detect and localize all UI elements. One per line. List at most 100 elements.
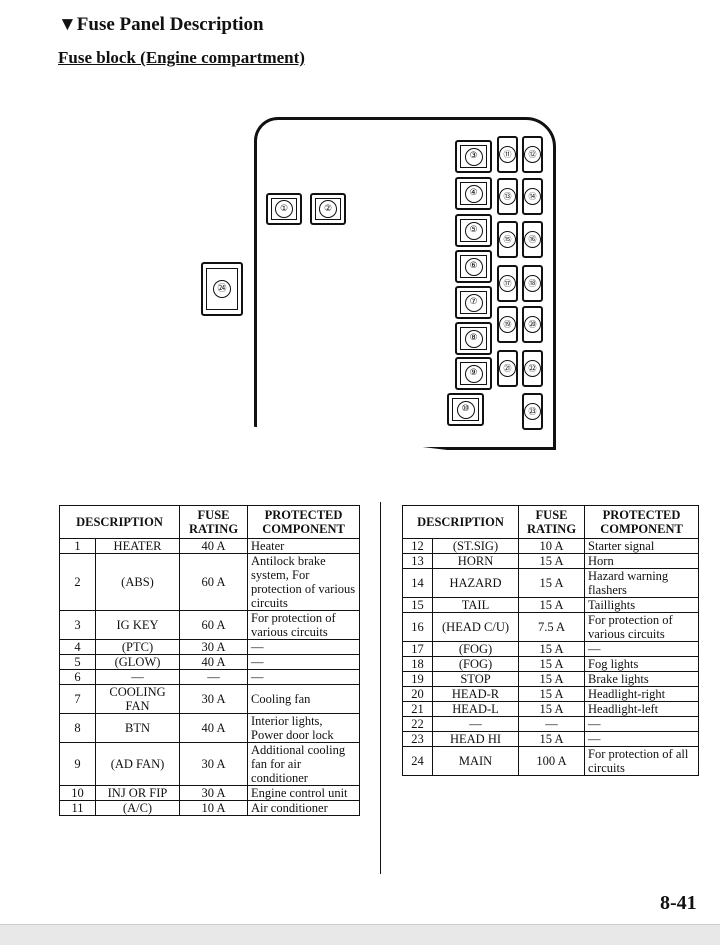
description-cell: HEAD-L <box>431 701 520 717</box>
header-description: DESCRIPTION <box>401 505 520 539</box>
protected-component-cell: Fog lights <box>584 656 700 672</box>
protected-component-cell: For protection of various circuits <box>247 610 361 640</box>
protected-component-cell: Taillights <box>584 597 700 613</box>
fuse-number-cell: 12 <box>402 538 433 554</box>
fuse-number-cell: 20 <box>402 686 433 702</box>
fuse-number: ⑬ <box>499 188 516 205</box>
fuse-number-cell: 9 <box>59 742 96 786</box>
fuse-number-cell: 4 <box>59 639 96 655</box>
fuse-number: ⑲ <box>499 316 516 333</box>
fuse-number: ⑮ <box>499 231 516 248</box>
fuse-13: ⑬ <box>497 178 518 215</box>
table-row: 22——— <box>402 716 700 732</box>
fuse-23: ㉓ <box>522 393 543 430</box>
fuse-number: ⑨ <box>464 364 483 383</box>
section-subtitle: Fuse block (Engine compartment) <box>58 48 305 67</box>
fuse-number-cell: 8 <box>59 713 96 743</box>
protected-component-cell: Air conditioner <box>247 800 361 816</box>
protected-component-cell: Horn <box>584 553 700 569</box>
description-cell: COOLING FAN <box>94 684 181 714</box>
fuse-number: ⑪ <box>499 146 516 163</box>
fuse-6: ⑥ <box>455 250 492 283</box>
fuse-rating-cell: 15 A <box>518 568 586 598</box>
description-cell: IG KEY <box>94 610 181 640</box>
fuse-number: ⑯ <box>524 231 541 248</box>
fuse-17: ⑰ <box>497 265 518 302</box>
fuse-number-cell: 21 <box>402 701 433 717</box>
fuse-18: ⑱ <box>522 265 543 302</box>
fuse-rating-cell: 15 A <box>518 597 586 613</box>
fuse-number: ⑳ <box>524 316 541 333</box>
table-row: 5(GLOW)40 A— <box>59 654 361 670</box>
protected-component-cell: Hazard warning flashers <box>584 568 700 598</box>
fuse-number: ⑩ <box>456 400 475 419</box>
fuse-number: ④ <box>464 184 483 203</box>
fuse-15: ⑮ <box>497 221 518 258</box>
fuse-number-cell: 11 <box>59 800 96 816</box>
description-cell: — <box>431 716 520 732</box>
fuse-rating-cell: 100 A <box>518 746 586 776</box>
description-cell: HEAD HI <box>431 731 520 747</box>
fuse-number: ⑧ <box>464 329 483 348</box>
description-cell: INJ OR FIP <box>94 785 181 801</box>
fuse-number: ① <box>275 200 293 218</box>
description-cell: BTN <box>94 713 181 743</box>
fuse-12: ⑫ <box>522 136 543 173</box>
fuse-rating-cell: 15 A <box>518 701 586 717</box>
fuse-rating-cell: 40 A <box>179 713 249 743</box>
fuse-number: ⑱ <box>524 275 541 292</box>
fuse-7: ⑦ <box>455 286 492 319</box>
protected-component-cell: Cooling fan <box>247 684 361 714</box>
fuse-22: ㉒ <box>522 350 543 387</box>
protected-component-cell: Brake lights <box>584 671 700 687</box>
table-row: 6——— <box>59 669 361 685</box>
fuse-4: ④ <box>455 177 492 210</box>
description-cell: (FOG) <box>431 656 520 672</box>
fuse-16: ⑯ <box>522 221 543 258</box>
fuse-9: ⑨ <box>455 357 492 390</box>
protected-component-cell: Headlight-left <box>584 701 700 717</box>
fuse-8: ⑧ <box>455 322 492 355</box>
fuse-number-cell: 1 <box>59 538 96 554</box>
fuse-rating-cell: 40 A <box>179 538 249 554</box>
description-cell: (AD FAN) <box>94 742 181 786</box>
table-row: 17(FOG)15 A— <box>402 641 700 657</box>
fuse-rating-cell: 15 A <box>518 641 586 657</box>
fuse-20: ⑳ <box>522 306 543 343</box>
description-cell: (ST.SIG) <box>431 538 520 554</box>
fuse-number: ⑰ <box>499 275 516 292</box>
description-cell: HEAD-R <box>431 686 520 702</box>
fuse-rating-cell: 10 A <box>179 800 249 816</box>
fuse-rating-cell: 60 A <box>179 553 249 611</box>
fuse-number-cell: 23 <box>402 731 433 747</box>
description-cell: (A/C) <box>94 800 181 816</box>
fuse-number-cell: 16 <box>402 612 433 642</box>
fuse-number: ㉑ <box>499 360 516 377</box>
fuse-rating-cell: 10 A <box>518 538 586 554</box>
description-cell: STOP <box>431 671 520 687</box>
fuse-19: ⑲ <box>497 306 518 343</box>
fuse-21: ㉑ <box>497 350 518 387</box>
fuse-rating-cell: 30 A <box>179 785 249 801</box>
fuse-number-cell: 14 <box>402 568 433 598</box>
fuse-rating-cell: 15 A <box>518 731 586 747</box>
column-divider <box>380 502 381 874</box>
fuse-3: ③ <box>455 140 492 173</box>
